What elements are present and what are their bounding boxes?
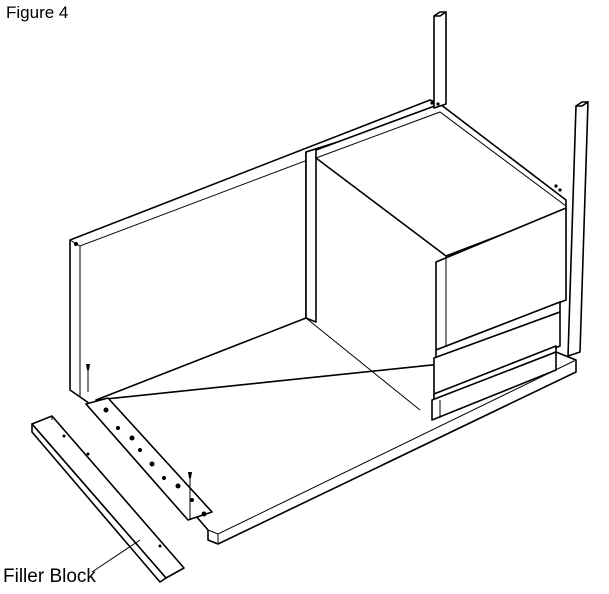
callout-leader-line (91, 539, 141, 573)
top-rail-holes (430, 101, 434, 105)
screw-right (188, 472, 192, 520)
filler-block (31, 415, 185, 583)
figure-title: Figure 4 (6, 3, 69, 22)
leg-post-right (554, 101, 589, 357)
mounting-bracket (85, 397, 213, 521)
filler-block-callout: Filler Block (3, 566, 96, 587)
screw-left (86, 364, 90, 392)
drawer-cabinet (431, 207, 567, 421)
leg-post-left (433, 11, 447, 109)
